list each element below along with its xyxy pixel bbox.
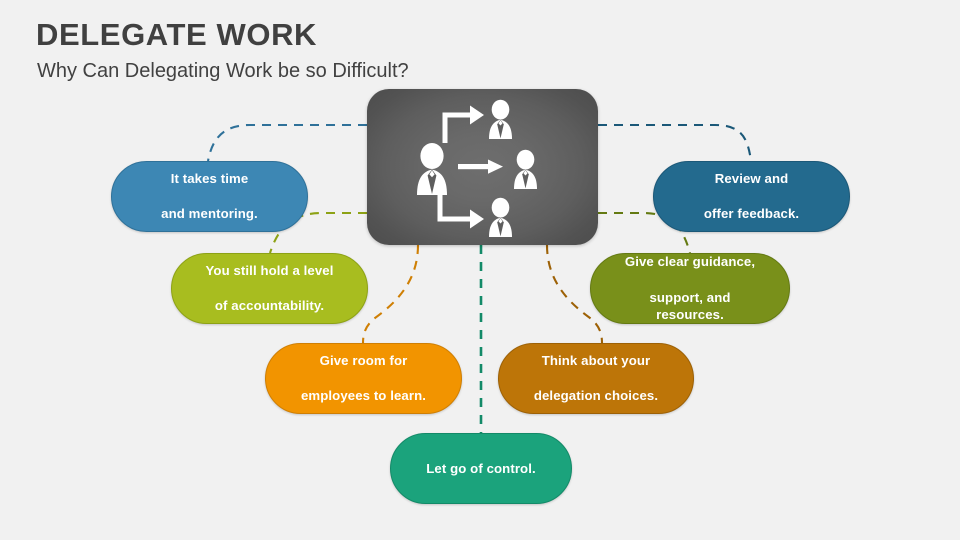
callout-line-2: employees to learn.: [300, 388, 427, 404]
connector-room: [361, 244, 420, 344]
callout-line-1: Let go of control.: [426, 460, 536, 476]
connector-time: [206, 123, 367, 162]
callout-line-2: delegation choices.: [533, 388, 659, 404]
callout-let-go-of-control-label: Let go of control.: [394, 460, 567, 478]
callout-review-and-offer-feedback[interactable]: Review and offer feedback.: [653, 161, 850, 232]
callout-line-2: support, and resources.: [649, 289, 731, 323]
arrow-elbow-up-icon: [437, 105, 484, 143]
delegate-figure-top: [489, 99, 512, 139]
callout-give-room-to-learn-label: Give room for employees to learn.: [269, 352, 458, 405]
callout-review-and-offer-feedback-label: Review and offer feedback.: [672, 170, 831, 223]
callout-accountability[interactable]: You still hold a level of accountability…: [171, 253, 368, 324]
callout-line-2: offer feedback.: [703, 206, 800, 222]
connector-review: [598, 123, 753, 162]
delegation-illustration: [367, 89, 598, 245]
callout-accountability-label: You still hold a level of accountability…: [174, 262, 366, 315]
callout-give-clear-guidance-label: Give clear guidance, support, and resour…: [591, 253, 789, 324]
callout-give-clear-guidance[interactable]: Give clear guidance, support, and resour…: [590, 253, 790, 324]
callout-line-1: Review and: [714, 170, 789, 186]
callout-line-1: Give clear guidance,: [624, 253, 756, 269]
callout-line-2: of accountability.: [214, 298, 325, 314]
callout-line-1: Think about your: [541, 352, 651, 368]
callout-line-1: Give room for: [319, 352, 408, 368]
arrow-elbow-down-icon: [437, 191, 484, 229]
delegate-figure-middle: [514, 149, 537, 189]
callout-delegation-choices-label: Think about your delegation choices.: [502, 352, 690, 405]
callout-let-go-of-control[interactable]: Let go of control.: [390, 433, 572, 504]
callout-line-1: It takes time: [170, 170, 249, 186]
callout-line-2: and mentoring.: [161, 206, 258, 222]
callout-it-takes-time-label: It takes time and mentoring.: [129, 170, 290, 223]
manager-figure: [417, 143, 447, 195]
delegation-illustration-art: [417, 99, 537, 237]
callout-line-1: You still hold a level: [205, 262, 334, 278]
callout-delegation-choices[interactable]: Think about your delegation choices.: [498, 343, 694, 414]
callout-give-room-to-learn[interactable]: Give room for employees to learn.: [265, 343, 462, 414]
arrow-straight-icon: [458, 159, 503, 174]
page-subtitle: Why Can Delegating Work be so Difficult?: [37, 60, 409, 82]
callout-it-takes-time[interactable]: It takes time and mentoring.: [111, 161, 308, 232]
delegate-figure-bottom: [489, 197, 512, 237]
page-title: DELEGATE WORK: [36, 17, 318, 52]
